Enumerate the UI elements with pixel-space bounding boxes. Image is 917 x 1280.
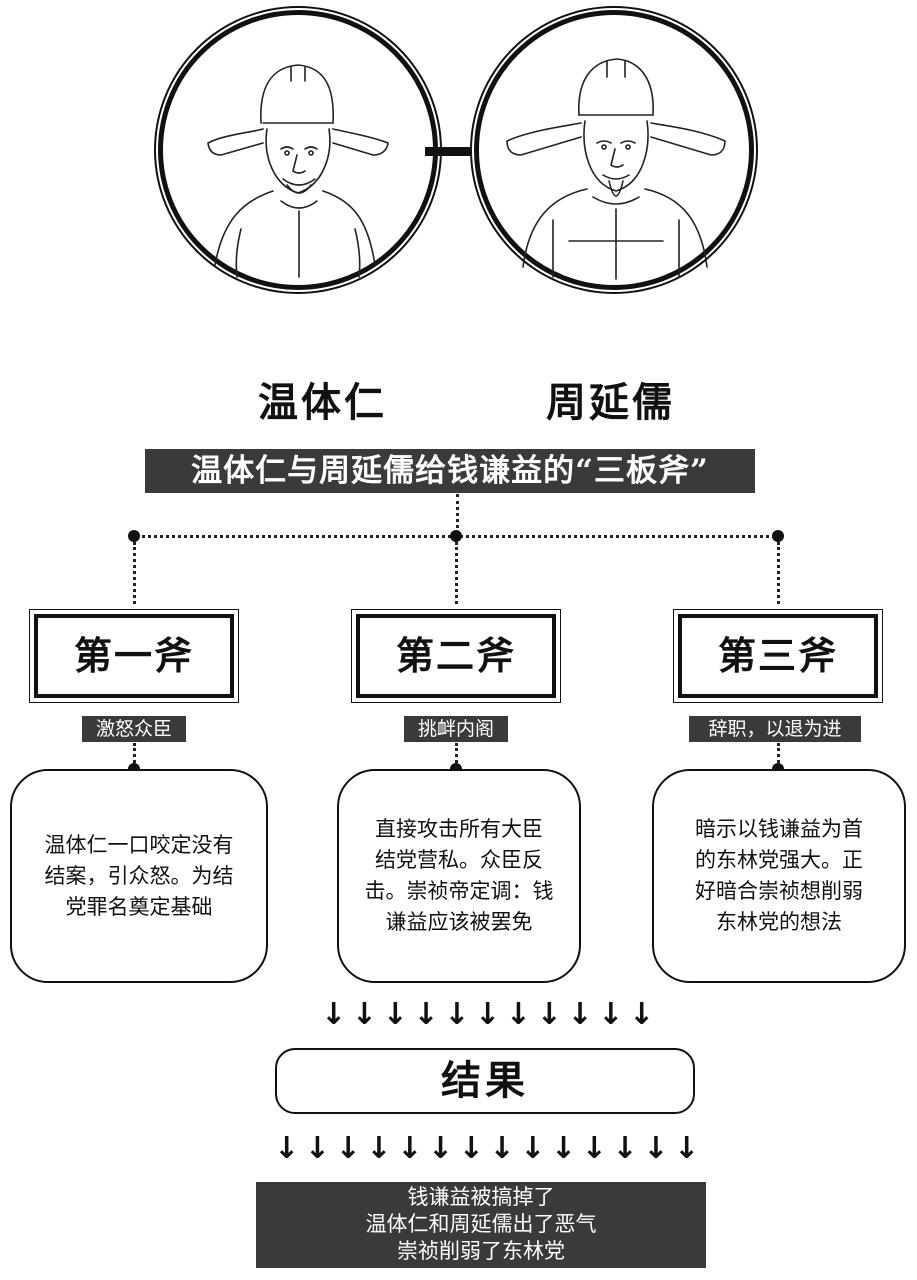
branch-drop-1: [133, 542, 136, 604]
outcome-line-2: 温体仁和周延儒出了恶气: [365, 1212, 597, 1236]
down-arrow-icon: ↓: [505, 997, 531, 1032]
outcome-line-3: 崇祯削弱了东林党: [397, 1239, 565, 1263]
down-arrow-icon: ↓: [413, 997, 439, 1032]
down-arrow-icon: ↓: [458, 1131, 484, 1166]
branch-drop-2: [455, 542, 458, 604]
axe-description-2: 直接攻击所有大臣 结党营私。众臣反 击。崇祯帝定调：钱 谦益应该被罢免: [337, 769, 581, 983]
down-arrow-icon: ↓: [474, 997, 501, 1032]
down-arrow-icon: ↓: [612, 1131, 638, 1166]
branch-drop-3: [777, 542, 780, 604]
arrows-to-outcome: ↓ ↓ ↓ ↓ ↓ ↓ ↓ ↓ ↓ ↓ ↓ ↓ ↓ ↓: [274, 1131, 700, 1166]
down-arrow-icon: ↓: [581, 1131, 607, 1166]
diagram-title: 温体仁与周延儒给钱谦益的“三板斧”: [145, 449, 755, 493]
down-arrow-icon: ↓: [628, 997, 655, 1032]
figure-name-2: 周延儒: [546, 379, 675, 426]
down-arrow-icon: ↓: [351, 997, 377, 1032]
arrows-to-result: ↓ ↓ ↓ ↓ ↓ ↓ ↓ ↓ ↓ ↓ ↓: [321, 997, 655, 1032]
down-arrow-icon: ↓: [598, 997, 624, 1032]
down-arrow-icon: ↓: [321, 997, 347, 1032]
result-box: 结果: [275, 1048, 695, 1114]
portrait-connector: [425, 147, 489, 156]
axe-box-3: 第三斧: [673, 609, 883, 703]
tag-connector-2: [455, 743, 458, 763]
axe-description-1: 温体仁一口咬定没有 结案，引众怒。为结 党罪名奠定基础: [10, 769, 268, 983]
down-arrow-icon: ↓: [382, 997, 408, 1032]
title-connector: [456, 494, 459, 534]
outcome-line-1: 钱谦益被搞掉了: [407, 1185, 555, 1209]
branch-dot-2: [450, 530, 462, 542]
branch-dot-1: [128, 530, 140, 542]
down-arrow-icon: ↓: [550, 1131, 577, 1166]
outcome-box: 钱谦益被搞掉了 温体仁和周延儒出了恶气 崇祯削弱了东林党: [256, 1182, 706, 1268]
down-arrow-icon: ↓: [520, 1131, 546, 1166]
tag-connector-1: [133, 743, 136, 763]
down-arrow-icon: ↓: [536, 997, 562, 1032]
down-arrow-icon: ↓: [444, 997, 470, 1032]
axe-tag-1: 激怒众臣: [82, 716, 186, 742]
axe-tag-3: 辞职，以退为进: [689, 716, 861, 742]
down-arrow-icon: ↓: [427, 1131, 453, 1166]
down-arrow-icon: ↓: [304, 1131, 330, 1166]
official-portrait-icon: [506, 58, 726, 280]
down-arrow-icon: ↓: [567, 997, 593, 1032]
down-arrow-icon: ↓: [489, 1131, 515, 1166]
axe-tag-2: 挑衅内阁: [404, 716, 508, 742]
down-arrow-icon: ↓: [397, 1131, 423, 1166]
official-portrait-icon: [207, 64, 389, 278]
down-arrow-icon: ↓: [335, 1131, 361, 1166]
branch-dot-3: [772, 530, 784, 542]
down-arrow-icon: ↓: [643, 1131, 669, 1166]
axe-box-1: 第一斧: [29, 609, 239, 703]
down-arrow-icon: ↓: [366, 1131, 392, 1166]
down-arrow-icon: ↓: [673, 1131, 700, 1166]
portrait-wen-tiren: [158, 10, 438, 290]
axe-description-3: 暗示以钱谦益为首 的东林党强大。正 好暗合崇祯想削弱 东林党的想法: [652, 769, 906, 983]
tag-connector-3: [777, 743, 780, 763]
axe-box-2: 第二斧: [351, 609, 561, 703]
portrait-zhou-yanru: [474, 10, 754, 290]
down-arrow-icon: ↓: [274, 1131, 300, 1166]
figure-name-1: 温体仁: [258, 379, 387, 426]
